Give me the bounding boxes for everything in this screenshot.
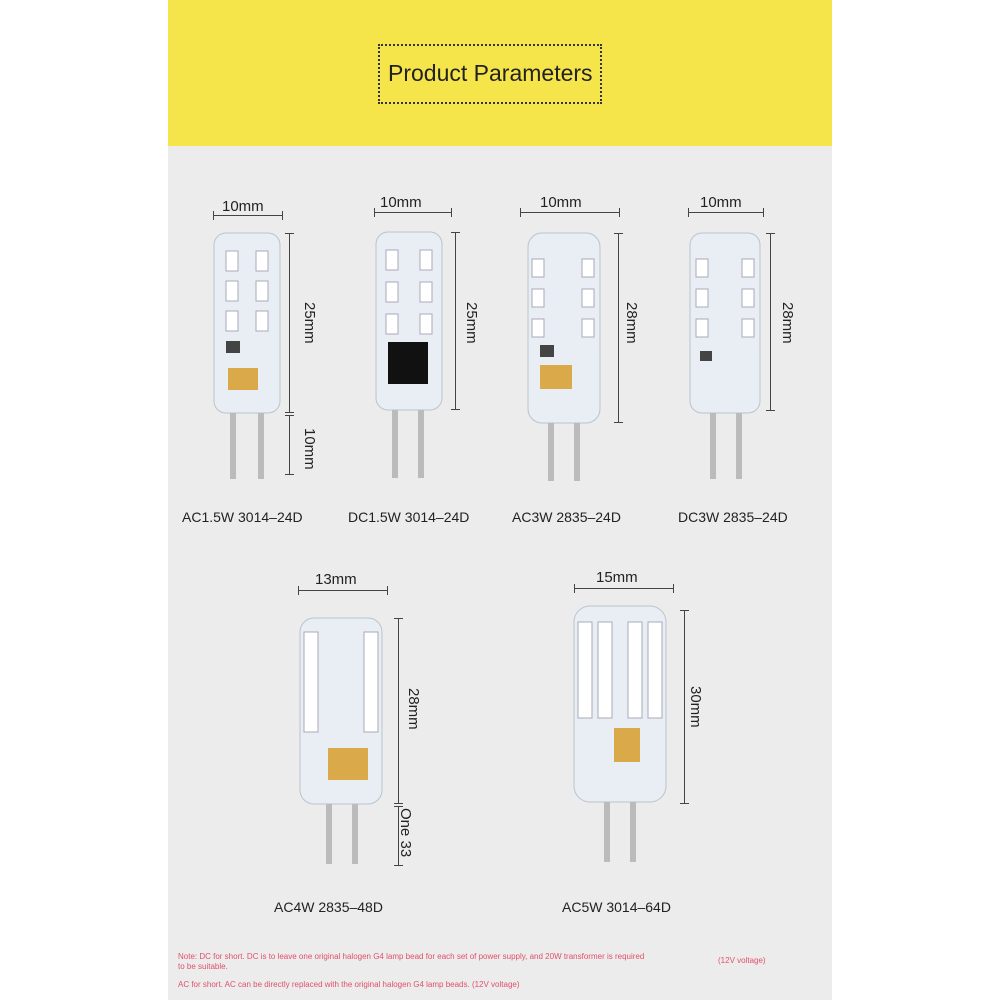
width-dimension-line-5: [298, 586, 388, 595]
header-banner: [168, 0, 832, 146]
product-caption-3: AC3W 2835–24D: [512, 509, 621, 525]
height-label-3: 28mm: [623, 302, 640, 344]
width-dimension-line-2: [374, 208, 452, 217]
dc-voltage-note: (12V voltage): [718, 956, 766, 965]
pin-dimension-line-1: [285, 415, 294, 475]
width-label-1: 10mm: [222, 198, 264, 215]
g4-bulb-image-2: [375, 231, 443, 478]
height-label-4: 28mm: [779, 302, 796, 344]
width-dimension-line-6: [574, 584, 674, 593]
height-dimension-line-3: [614, 233, 623, 423]
product-caption-4: DC3W 2835–24D: [678, 509, 788, 525]
height-dimension-line-6: [680, 610, 689, 804]
g4-bulb-image-6: [573, 605, 667, 862]
g4-bulb-image-3: [527, 232, 601, 481]
g4-bulb-image-4: [689, 232, 761, 479]
width-label-3: 10mm: [540, 194, 582, 211]
width-label-5: 13mm: [315, 571, 357, 588]
product-caption-2: DC1.5W 3014–24D: [348, 509, 470, 525]
product-caption-5: AC4W 2835–48D: [274, 899, 383, 915]
g4-bulb-image-1: [213, 232, 281, 479]
page-title: Product Parameters: [388, 60, 593, 86]
dc-note-continued: to be suitable.: [178, 962, 228, 971]
height-dimension-line-2: [451, 232, 460, 410]
height-label-6: 30mm: [687, 686, 704, 728]
pin-label-5: One 33: [397, 808, 414, 858]
height-dimension-line-5: [394, 618, 403, 804]
ac-note: AC for short. AC can be directly replace…: [178, 980, 520, 989]
height-dimension-line-1: [285, 233, 294, 413]
g4-bulb-image-5: [299, 617, 383, 864]
product-panel: [168, 0, 832, 1000]
height-label-2: 25mm: [463, 302, 480, 344]
width-label-2: 10mm: [380, 194, 422, 211]
height-label-5: 28mm: [405, 688, 422, 730]
dc-note: Note: DC for short. DC is to leave one o…: [178, 952, 645, 961]
width-dimension-line-3: [520, 208, 620, 217]
product-caption-1: AC1.5W 3014–24D: [182, 509, 303, 525]
title-frame: [378, 44, 602, 104]
pin-dimension-line-5: [394, 806, 403, 866]
width-label-4: 10mm: [700, 194, 742, 211]
product-caption-6: AC5W 3014–64D: [562, 899, 671, 915]
height-dimension-line-4: [766, 233, 775, 411]
pin-label-1: 10mm: [301, 428, 318, 470]
width-dimension-line-4: [688, 208, 764, 217]
width-label-6: 15mm: [596, 569, 638, 586]
width-dimension-line-1: [213, 211, 283, 220]
height-label-1: 25mm: [301, 302, 318, 344]
